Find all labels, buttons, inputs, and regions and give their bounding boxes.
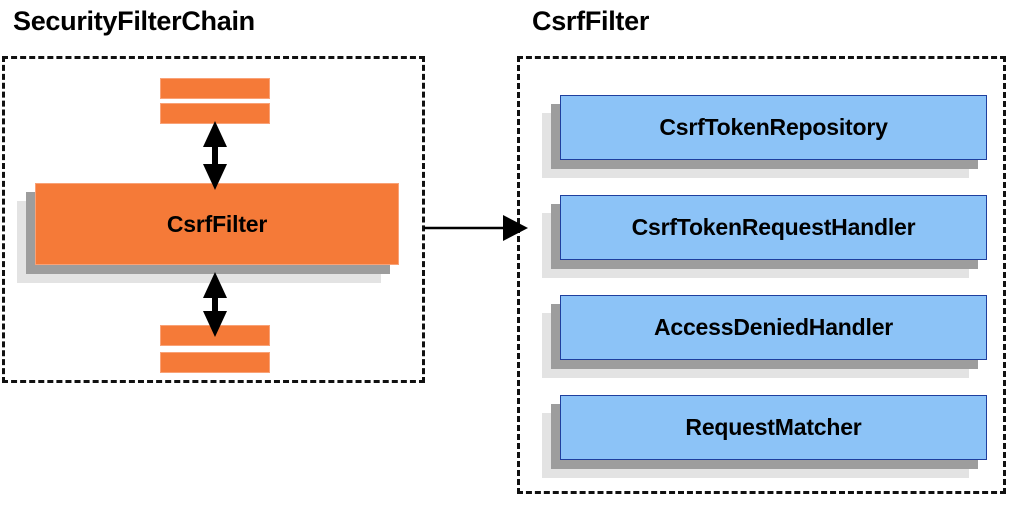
security-filter-chain-panel	[2, 56, 425, 383]
node-request-matcher-label: RequestMatcher	[685, 414, 862, 440]
filter-bar-above-2	[160, 103, 270, 124]
node-csrf-token-repository-label: CsrfTokenRepository	[659, 114, 888, 140]
node-csrf-filter-label: CsrfFilter	[166, 210, 268, 237]
node-csrf-token-request-handler-label: CsrfTokenRequestHandler	[631, 214, 916, 240]
panel-link-arrow	[424, 215, 528, 241]
node-csrf-filter[interactable]: CsrfFilter	[35, 183, 399, 265]
node-csrf-token-request-handler[interactable]: CsrfTokenRequestHandler	[560, 195, 987, 260]
left-panel-title: SecurityFilterChain	[13, 6, 255, 36]
node-access-denied-handler[interactable]: AccessDeniedHandler	[560, 295, 987, 360]
right-panel-title: CsrfFilter	[532, 6, 650, 36]
filter-bar-above-1	[160, 78, 270, 99]
csrf-filter-collaborators-panel	[517, 56, 1006, 494]
filter-bar-below-1	[160, 325, 270, 346]
node-access-denied-handler-label: AccessDeniedHandler	[653, 314, 894, 340]
node-request-matcher[interactable]: RequestMatcher	[560, 395, 987, 460]
filter-bar-below-2	[160, 352, 270, 373]
node-csrf-token-repository[interactable]: CsrfTokenRepository	[560, 95, 987, 160]
